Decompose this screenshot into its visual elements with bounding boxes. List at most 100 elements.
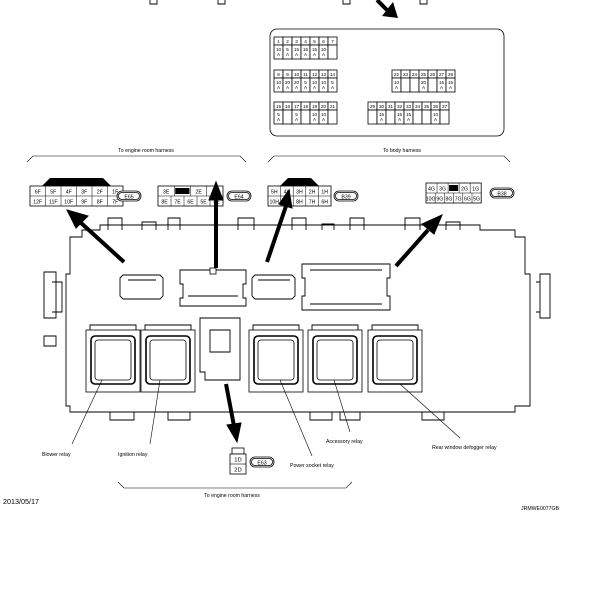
fuse-number: 31	[388, 104, 394, 109]
engine-room-harness-bottom-label: To engine room harness	[204, 493, 260, 499]
fuse-number: 22	[394, 72, 400, 77]
pin-label: 5H	[271, 189, 278, 195]
fuse-cell: 18	[300, 101, 311, 125]
fuse-number: 29	[370, 104, 376, 109]
accessory-relay	[307, 324, 363, 393]
connectors: 6F5F4F3F2F1F12F11F10F9F8F7FE653E2E1E8E7E…	[29, 178, 515, 475]
date-label: 2013/05/17	[3, 497, 39, 506]
pin-label: 6H	[321, 199, 328, 205]
engine-room-harness-label: To engine room harness	[118, 148, 174, 154]
fuse-number: 19	[312, 104, 318, 109]
fuse-number: 21	[330, 104, 336, 109]
pin-label: 7H	[309, 199, 316, 205]
connector-b39: 5H4H3H2H1H10H9H8H7H6HB39	[267, 178, 359, 207]
pin-label: 1D	[234, 458, 241, 464]
leader-lines	[71, 379, 461, 457]
fuse-cell: 37	[439, 101, 450, 125]
rear-window-defogger-relay-label: Rear window defogger relay	[432, 445, 497, 451]
fuse-number: 17	[294, 104, 300, 109]
blower-relay	[85, 324, 141, 393]
connector-code: E65	[124, 194, 133, 200]
pin-label: 6F	[35, 189, 41, 195]
pin-label: 2D	[234, 468, 241, 474]
fuse-number: 25	[421, 72, 427, 77]
pin-label: 1H	[321, 189, 328, 195]
fuse-number: 23	[403, 72, 409, 77]
fuse-number: 30	[379, 104, 385, 109]
harness-bracket-engine-top: To engine room harness	[26, 148, 247, 163]
pin-label: 6E	[187, 199, 194, 205]
power-socket-relay	[248, 324, 304, 393]
fuse-cell: 16	[282, 101, 293, 125]
pin-label: 5E	[200, 199, 207, 205]
pin-label: 10G	[426, 196, 436, 202]
fuse-number: 14	[330, 72, 336, 77]
fuse-number: 4	[304, 39, 307, 44]
arrows	[66, 180, 443, 444]
pin-label: 8E	[161, 199, 168, 205]
pin-label: 2F	[97, 189, 103, 195]
pin-label: 9G	[436, 196, 443, 202]
fuse-cell: 7	[327, 36, 338, 60]
fuse-number: 24	[412, 72, 418, 77]
pin-label: 4G	[428, 186, 435, 192]
pin-label: 1G	[472, 186, 479, 192]
fuse-number: 15	[276, 104, 282, 109]
fuse-number: 16	[285, 104, 291, 109]
connector-code: E64	[234, 194, 243, 200]
pin-label: 8G	[446, 196, 453, 202]
fuse-number: 32	[397, 104, 403, 109]
pin-label: 12F	[33, 199, 42, 205]
fuse-number: 3	[295, 39, 298, 44]
fuse-number: 13	[321, 72, 327, 77]
pin-label: 3E	[163, 189, 170, 195]
pin-label: 3G	[439, 186, 446, 192]
pin-label: 3H	[296, 189, 303, 195]
fuse-number: 28	[448, 72, 454, 77]
fuse-number: 36	[433, 104, 439, 109]
blower-relay-label: Blower relay	[42, 452, 71, 458]
relays	[85, 324, 423, 393]
fuse-number: 9	[286, 72, 289, 77]
fuse-number: 18	[303, 104, 309, 109]
fuse-number: 27	[439, 72, 445, 77]
pin-label: 8F	[97, 199, 103, 205]
